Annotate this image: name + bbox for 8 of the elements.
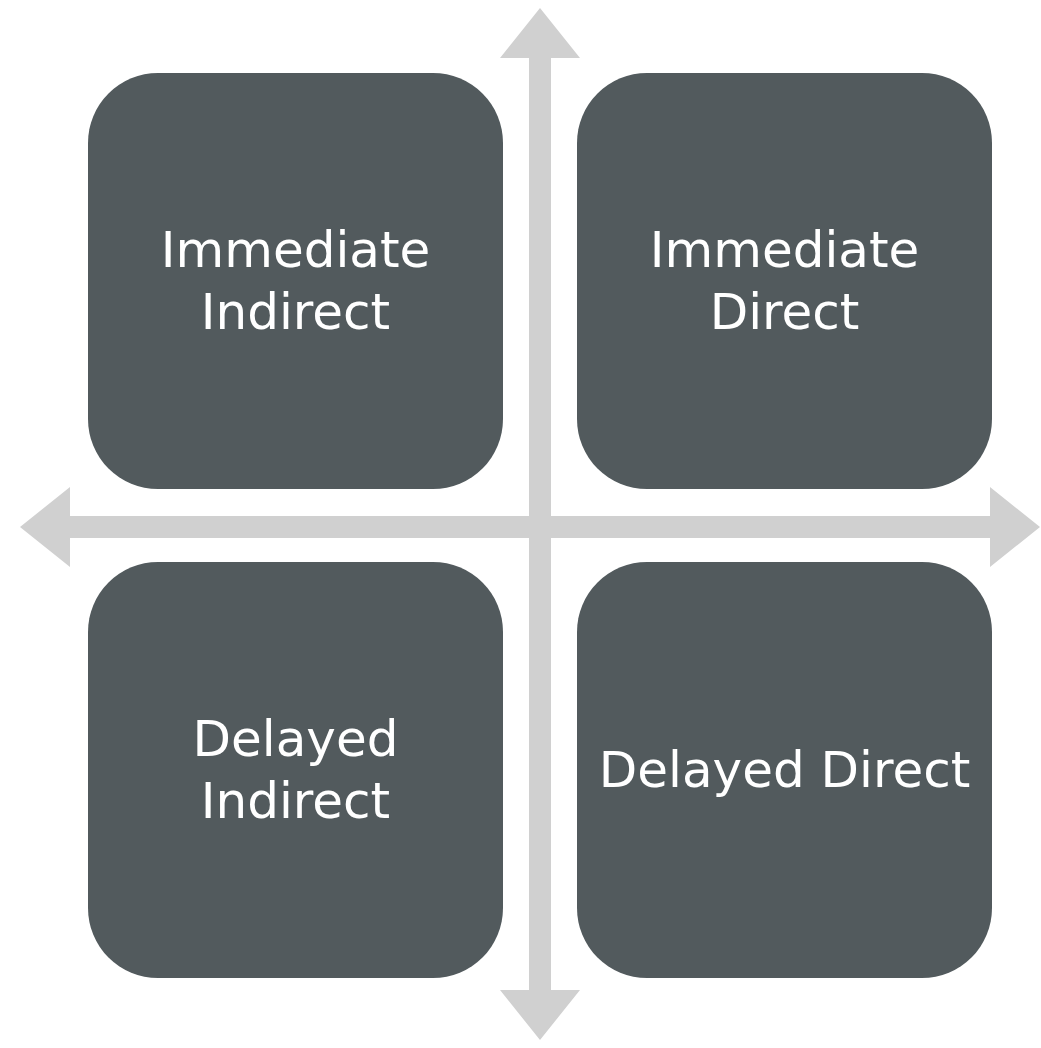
quadrant-label: Immediate Indirect (159, 219, 432, 343)
quadrant-label: Delayed Direct (598, 739, 971, 801)
quadrant-box (577, 562, 992, 978)
quadrant-box (577, 73, 992, 489)
quadrant-label: Immediate Direct (648, 219, 921, 343)
quadrant-label: Delayed Indirect (191, 708, 400, 832)
quadrant-box (88, 73, 503, 489)
quadrant-box (88, 562, 503, 978)
